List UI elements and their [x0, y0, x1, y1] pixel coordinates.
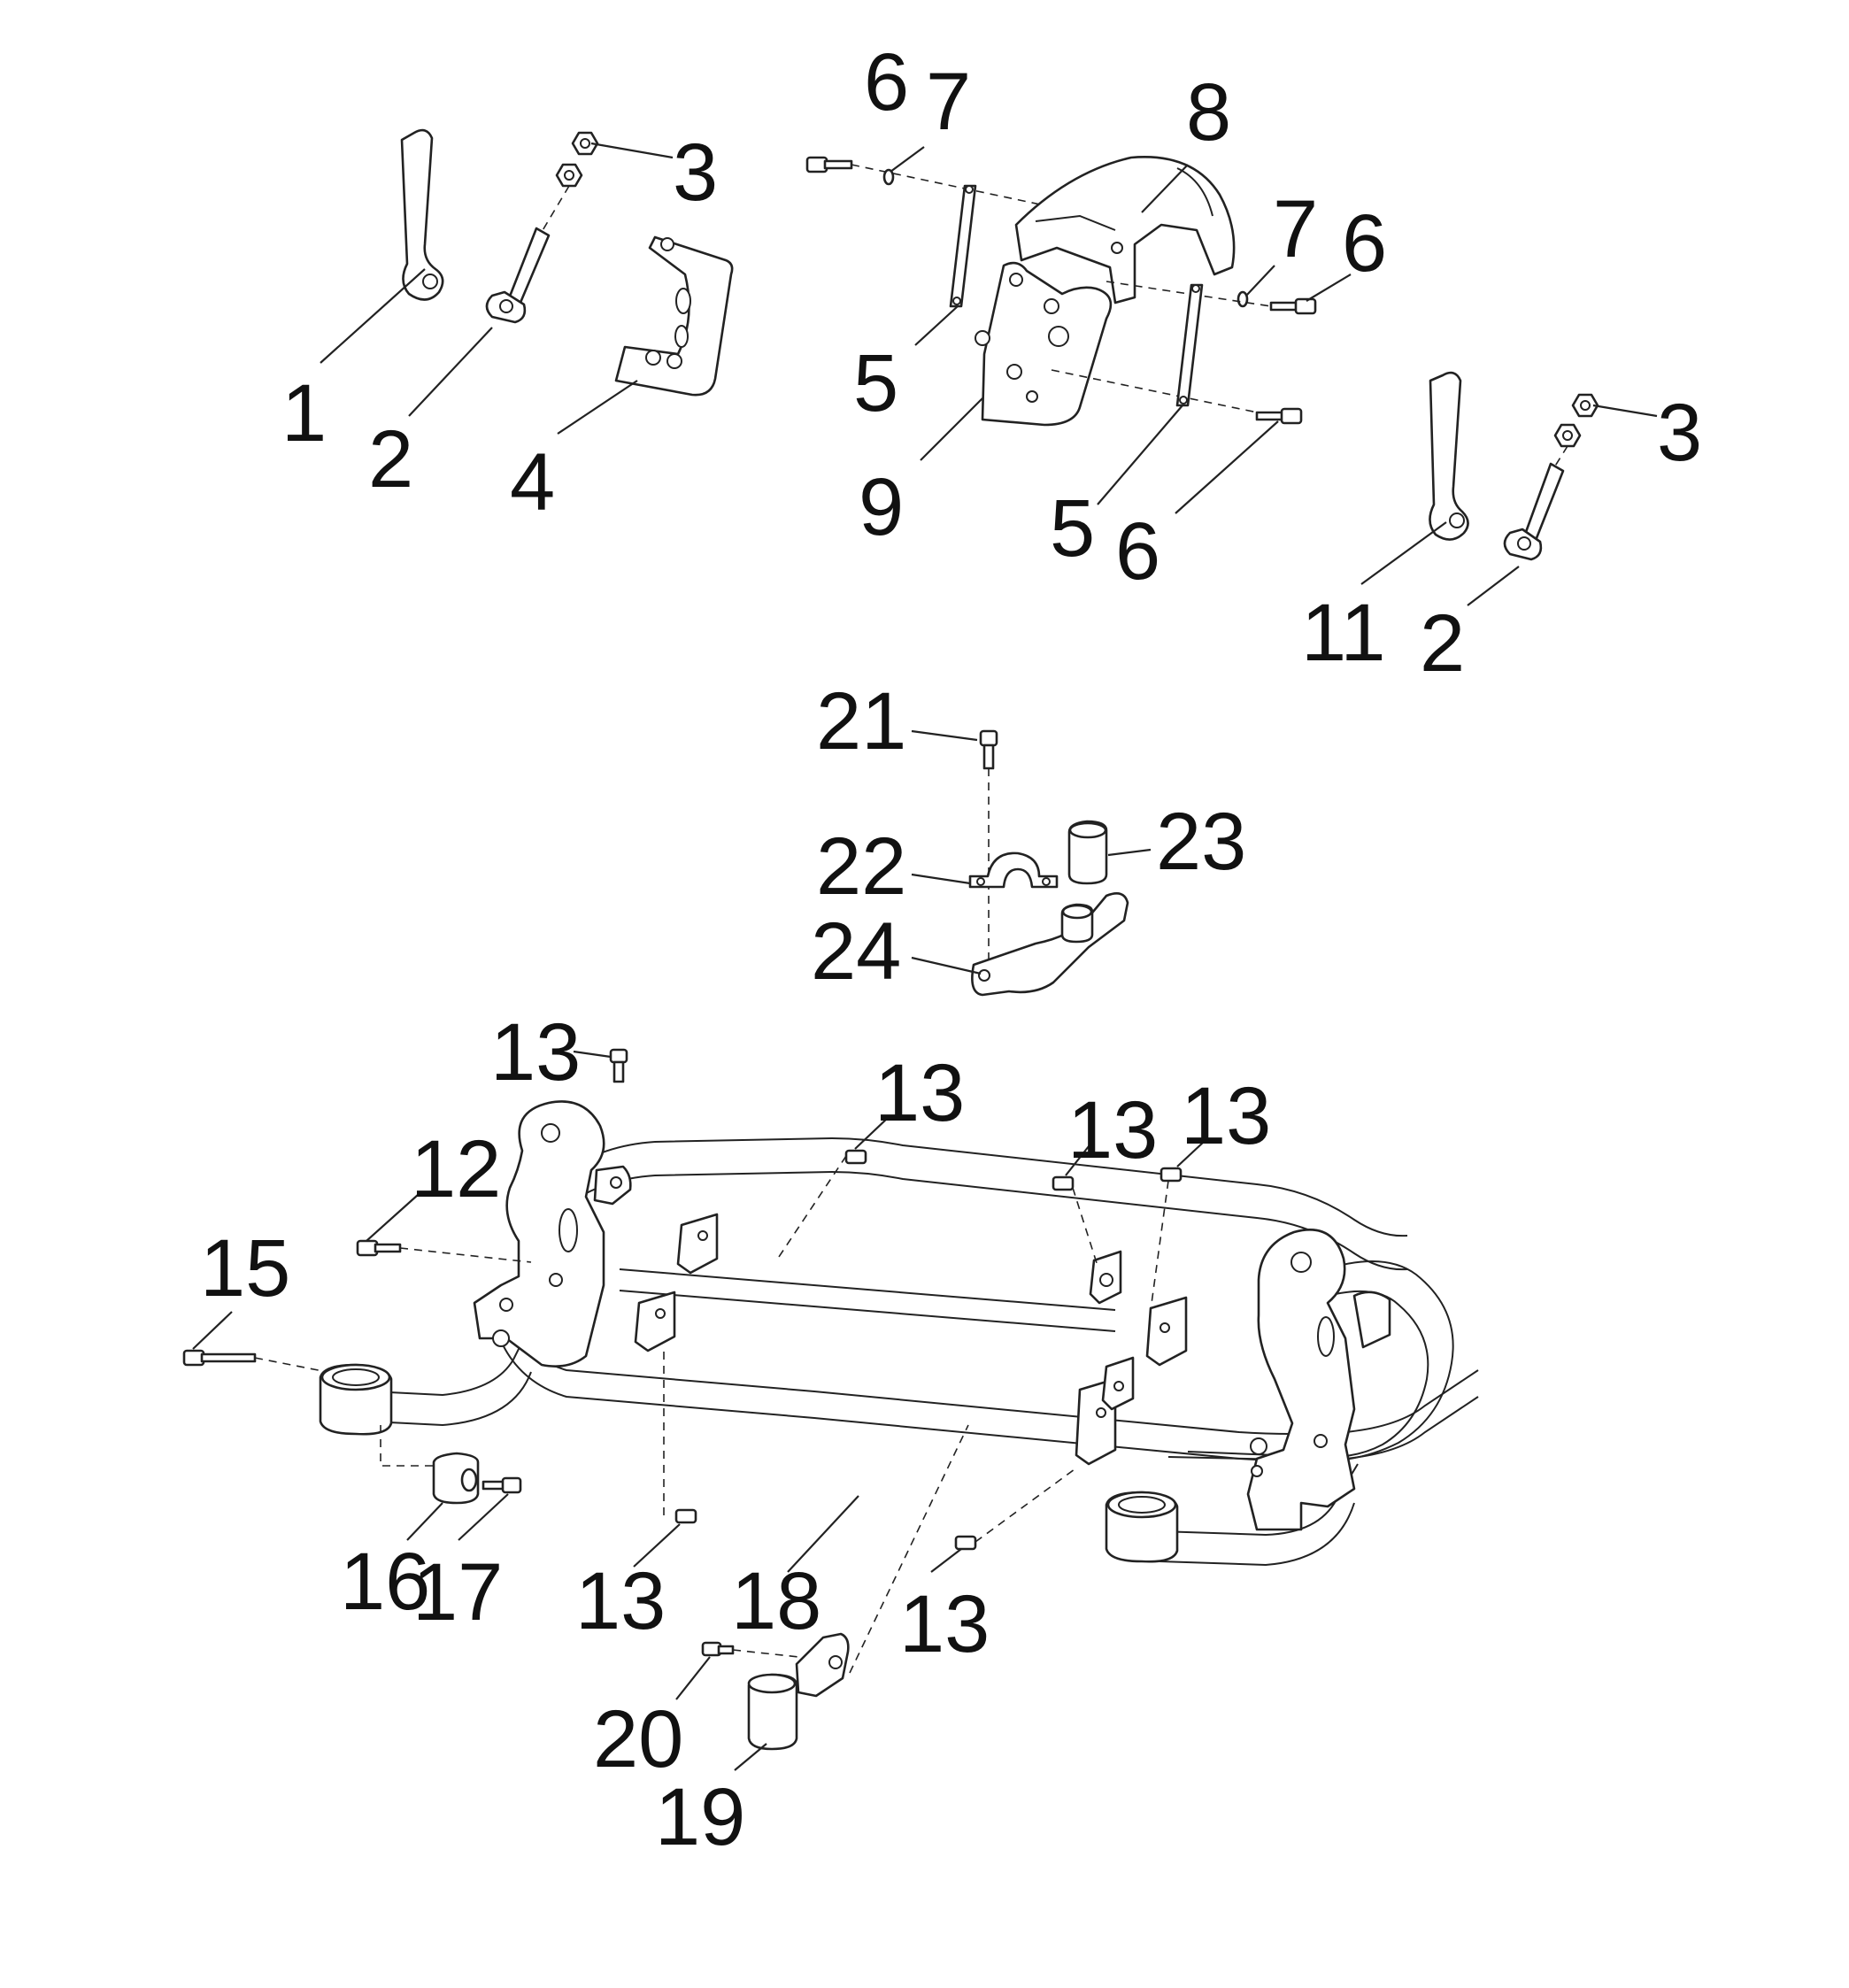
part-13-bolt-right-a — [1052, 1175, 1098, 1267]
callout-11: 11 — [1301, 588, 1386, 678]
part-21-bolt — [979, 729, 998, 974]
part-3-nuts-left — [541, 131, 599, 233]
part-13-bolt-center — [778, 1149, 867, 1258]
callout-13: 13 — [1181, 1071, 1271, 1161]
callout-2: 2 — [1420, 598, 1465, 689]
part-3-nuts-right — [1553, 393, 1599, 468]
callout-15: 15 — [200, 1223, 290, 1314]
part-22-clamp — [968, 851, 1059, 889]
callout-9: 9 — [859, 462, 904, 552]
part-bushing-left — [319, 1363, 434, 1467]
callout-13: 13 — [575, 1556, 666, 1646]
part-13-bolt-lower-left — [663, 1345, 697, 1524]
callouts: 1 2 3 4 6 7 8 7 6 5 9 5 6 3 11 2 21 22 2… — [200, 37, 1702, 1862]
callout-3: 3 — [1657, 388, 1702, 478]
part-4-bracket — [614, 235, 734, 397]
callout-7: 7 — [1273, 184, 1318, 274]
part-5-strap-left — [949, 184, 977, 308]
part-6-bolt-right — [1106, 281, 1317, 315]
part-18-frame — [371, 1100, 1479, 1567]
callout-5: 5 — [1050, 483, 1095, 574]
part-12-bolt — [356, 1239, 532, 1263]
part-1-arm — [400, 128, 444, 301]
callout-13: 13 — [874, 1048, 965, 1138]
callout-13: 13 — [1067, 1085, 1158, 1175]
part-7-washer-left — [882, 168, 895, 186]
part-13-bolt-top — [609, 1048, 628, 1083]
callout-20: 20 — [593, 1694, 683, 1784]
part-24-bracket — [971, 892, 1129, 997]
part-7-washer-right — [1237, 290, 1249, 308]
callout-2: 2 — [368, 414, 413, 505]
part-5-strap-right — [1175, 283, 1204, 407]
callout-12: 12 — [411, 1124, 501, 1214]
part-13-bolt-right-b — [1150, 1167, 1183, 1311]
part-23-sleeve — [1067, 820, 1108, 885]
part-2-link-left — [485, 227, 551, 324]
callout-5: 5 — [853, 338, 898, 428]
leader-lines — [192, 142, 1658, 1771]
part-15-bolt — [182, 1349, 337, 1375]
callout-18: 18 — [731, 1556, 821, 1646]
part-9-housing — [975, 261, 1275, 427]
part-6-bolt-left — [805, 156, 1045, 206]
part-19-pivot — [747, 1424, 969, 1751]
callout-7: 7 — [926, 57, 971, 147]
part-11-arm — [1429, 371, 1469, 541]
callout-13: 13 — [899, 1579, 990, 1669]
callout-19: 19 — [655, 1772, 745, 1862]
callout-22: 22 — [816, 821, 906, 912]
callout-17: 17 — [412, 1547, 503, 1637]
callout-21: 21 — [816, 676, 906, 767]
part-8-cover — [1014, 156, 1236, 304]
callout-6: 6 — [864, 37, 909, 127]
part-17-bolt — [482, 1476, 522, 1494]
callout-6: 6 — [1342, 198, 1387, 289]
callout-13: 13 — [490, 1007, 581, 1098]
callout-3: 3 — [673, 127, 718, 218]
callout-23: 23 — [1156, 797, 1246, 887]
callout-8: 8 — [1186, 67, 1231, 158]
part-2-link-right — [1503, 462, 1565, 561]
part-bushing-right — [1105, 1491, 1179, 1563]
callout-6: 6 — [1115, 506, 1160, 597]
callout-24: 24 — [811, 906, 901, 997]
part-16-bushing — [432, 1452, 480, 1505]
callout-4: 4 — [510, 437, 555, 528]
callout-1: 1 — [281, 368, 327, 458]
part-20-bolt — [701, 1641, 833, 1661]
callout-16: 16 — [340, 1537, 430, 1627]
part-6-bolt-lower — [1255, 407, 1303, 425]
part-13-bolt-lower-right — [954, 1468, 1075, 1551]
